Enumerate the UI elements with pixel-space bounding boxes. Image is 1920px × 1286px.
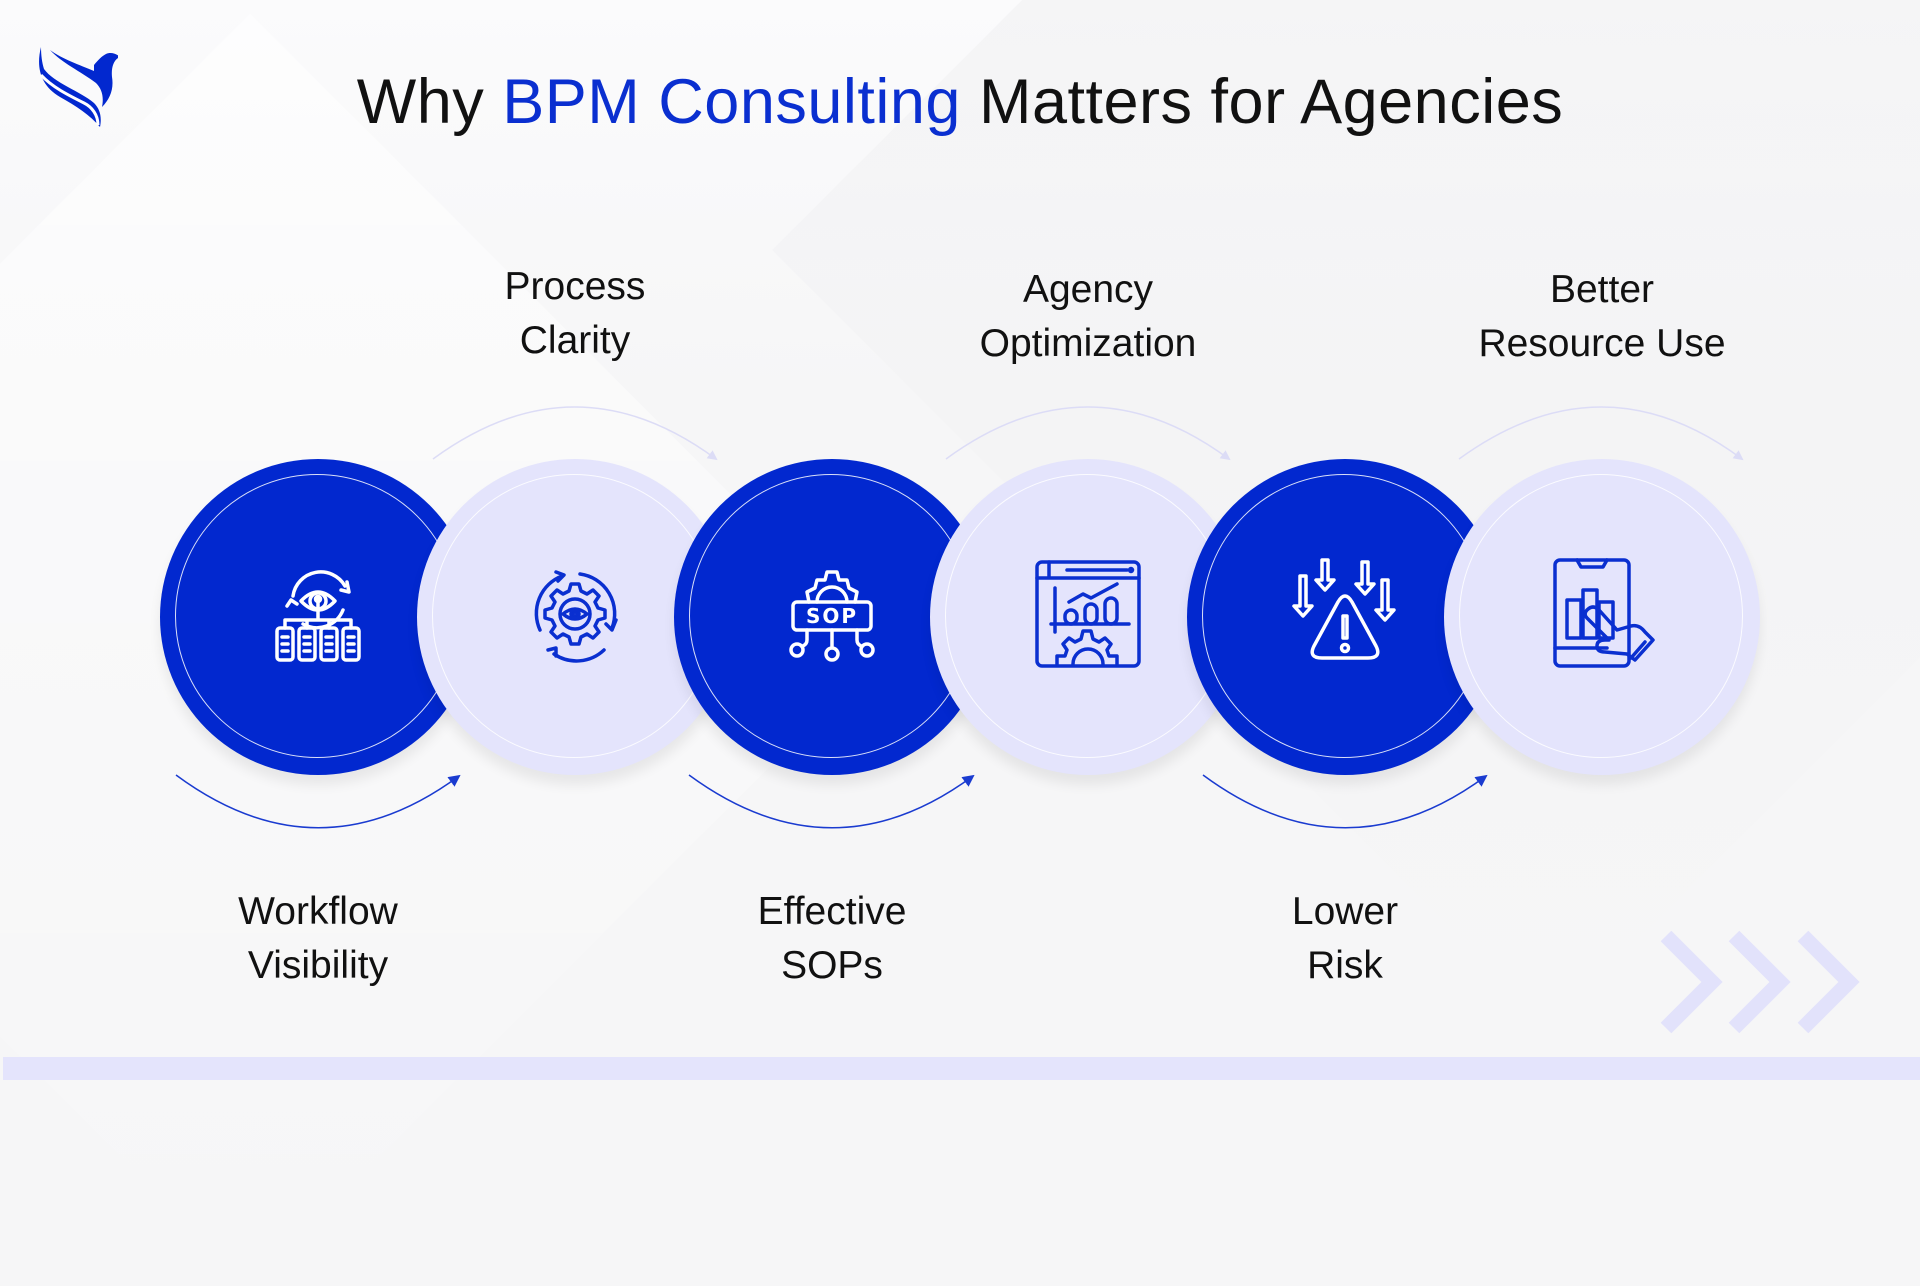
top-arc-4 [945, 406, 1231, 461]
step-circle-better-resource-use [1444, 459, 1760, 775]
tablet-chart-hand-icon [1553, 558, 1655, 668]
gear-eye-cycle-icon [534, 570, 618, 663]
top-arc-2 [432, 406, 718, 461]
label-line: Visibility [247, 944, 389, 987]
dashboard-chart-gear-icon [1035, 560, 1141, 668]
step-label-process-clarity: Process Clarity [395, 260, 755, 368]
label-line: Workflow [238, 890, 398, 933]
label-line: Effective [757, 890, 907, 933]
label-line: Optimization [979, 322, 1197, 365]
label-line: Agency [1022, 268, 1154, 311]
bottom-accent-bar [3, 1057, 1920, 1080]
eagle-wing-logo-icon [39, 47, 118, 127]
label-line: Lower [1291, 890, 1399, 933]
bottom-arc-3 [688, 774, 975, 829]
label-line: Clarity [519, 319, 631, 362]
step-label-effective-sops: Effective SOPs [652, 885, 1012, 993]
eye-workflow-hierarchy-icon [275, 570, 361, 662]
label-line: Resource Use [1478, 322, 1726, 365]
bottom-arc-1 [175, 774, 461, 829]
top-arc-6 [1458, 406, 1744, 461]
step-label-better-resource-use: Better Resource Use [1422, 263, 1782, 371]
bottom-arc-5 [1202, 774, 1488, 829]
label-line: Better [1549, 268, 1655, 311]
svg-text:SOP: SOP [806, 604, 858, 628]
title-suffix: Matters for Agencies [960, 67, 1564, 137]
title-accent: BPM Consulting [502, 67, 961, 137]
title-prefix: Why [356, 67, 503, 137]
label-line: SOPs [781, 944, 883, 987]
sop-gear-network-icon: SOP [789, 570, 875, 662]
page-title: Why BPM Consulting Matters for Agencies [0, 66, 1920, 138]
label-line: Process [504, 265, 646, 308]
step-label-workflow-visibility: Workflow Visibility [138, 885, 498, 993]
step-label-agency-optimization: Agency Optimization [908, 263, 1268, 371]
label-line: Risk [1307, 944, 1383, 987]
triple-chevron-right-icon [1660, 930, 1860, 1034]
step-label-lower-risk: Lower Risk [1165, 885, 1525, 993]
warning-down-arrows-icon [1292, 558, 1396, 660]
